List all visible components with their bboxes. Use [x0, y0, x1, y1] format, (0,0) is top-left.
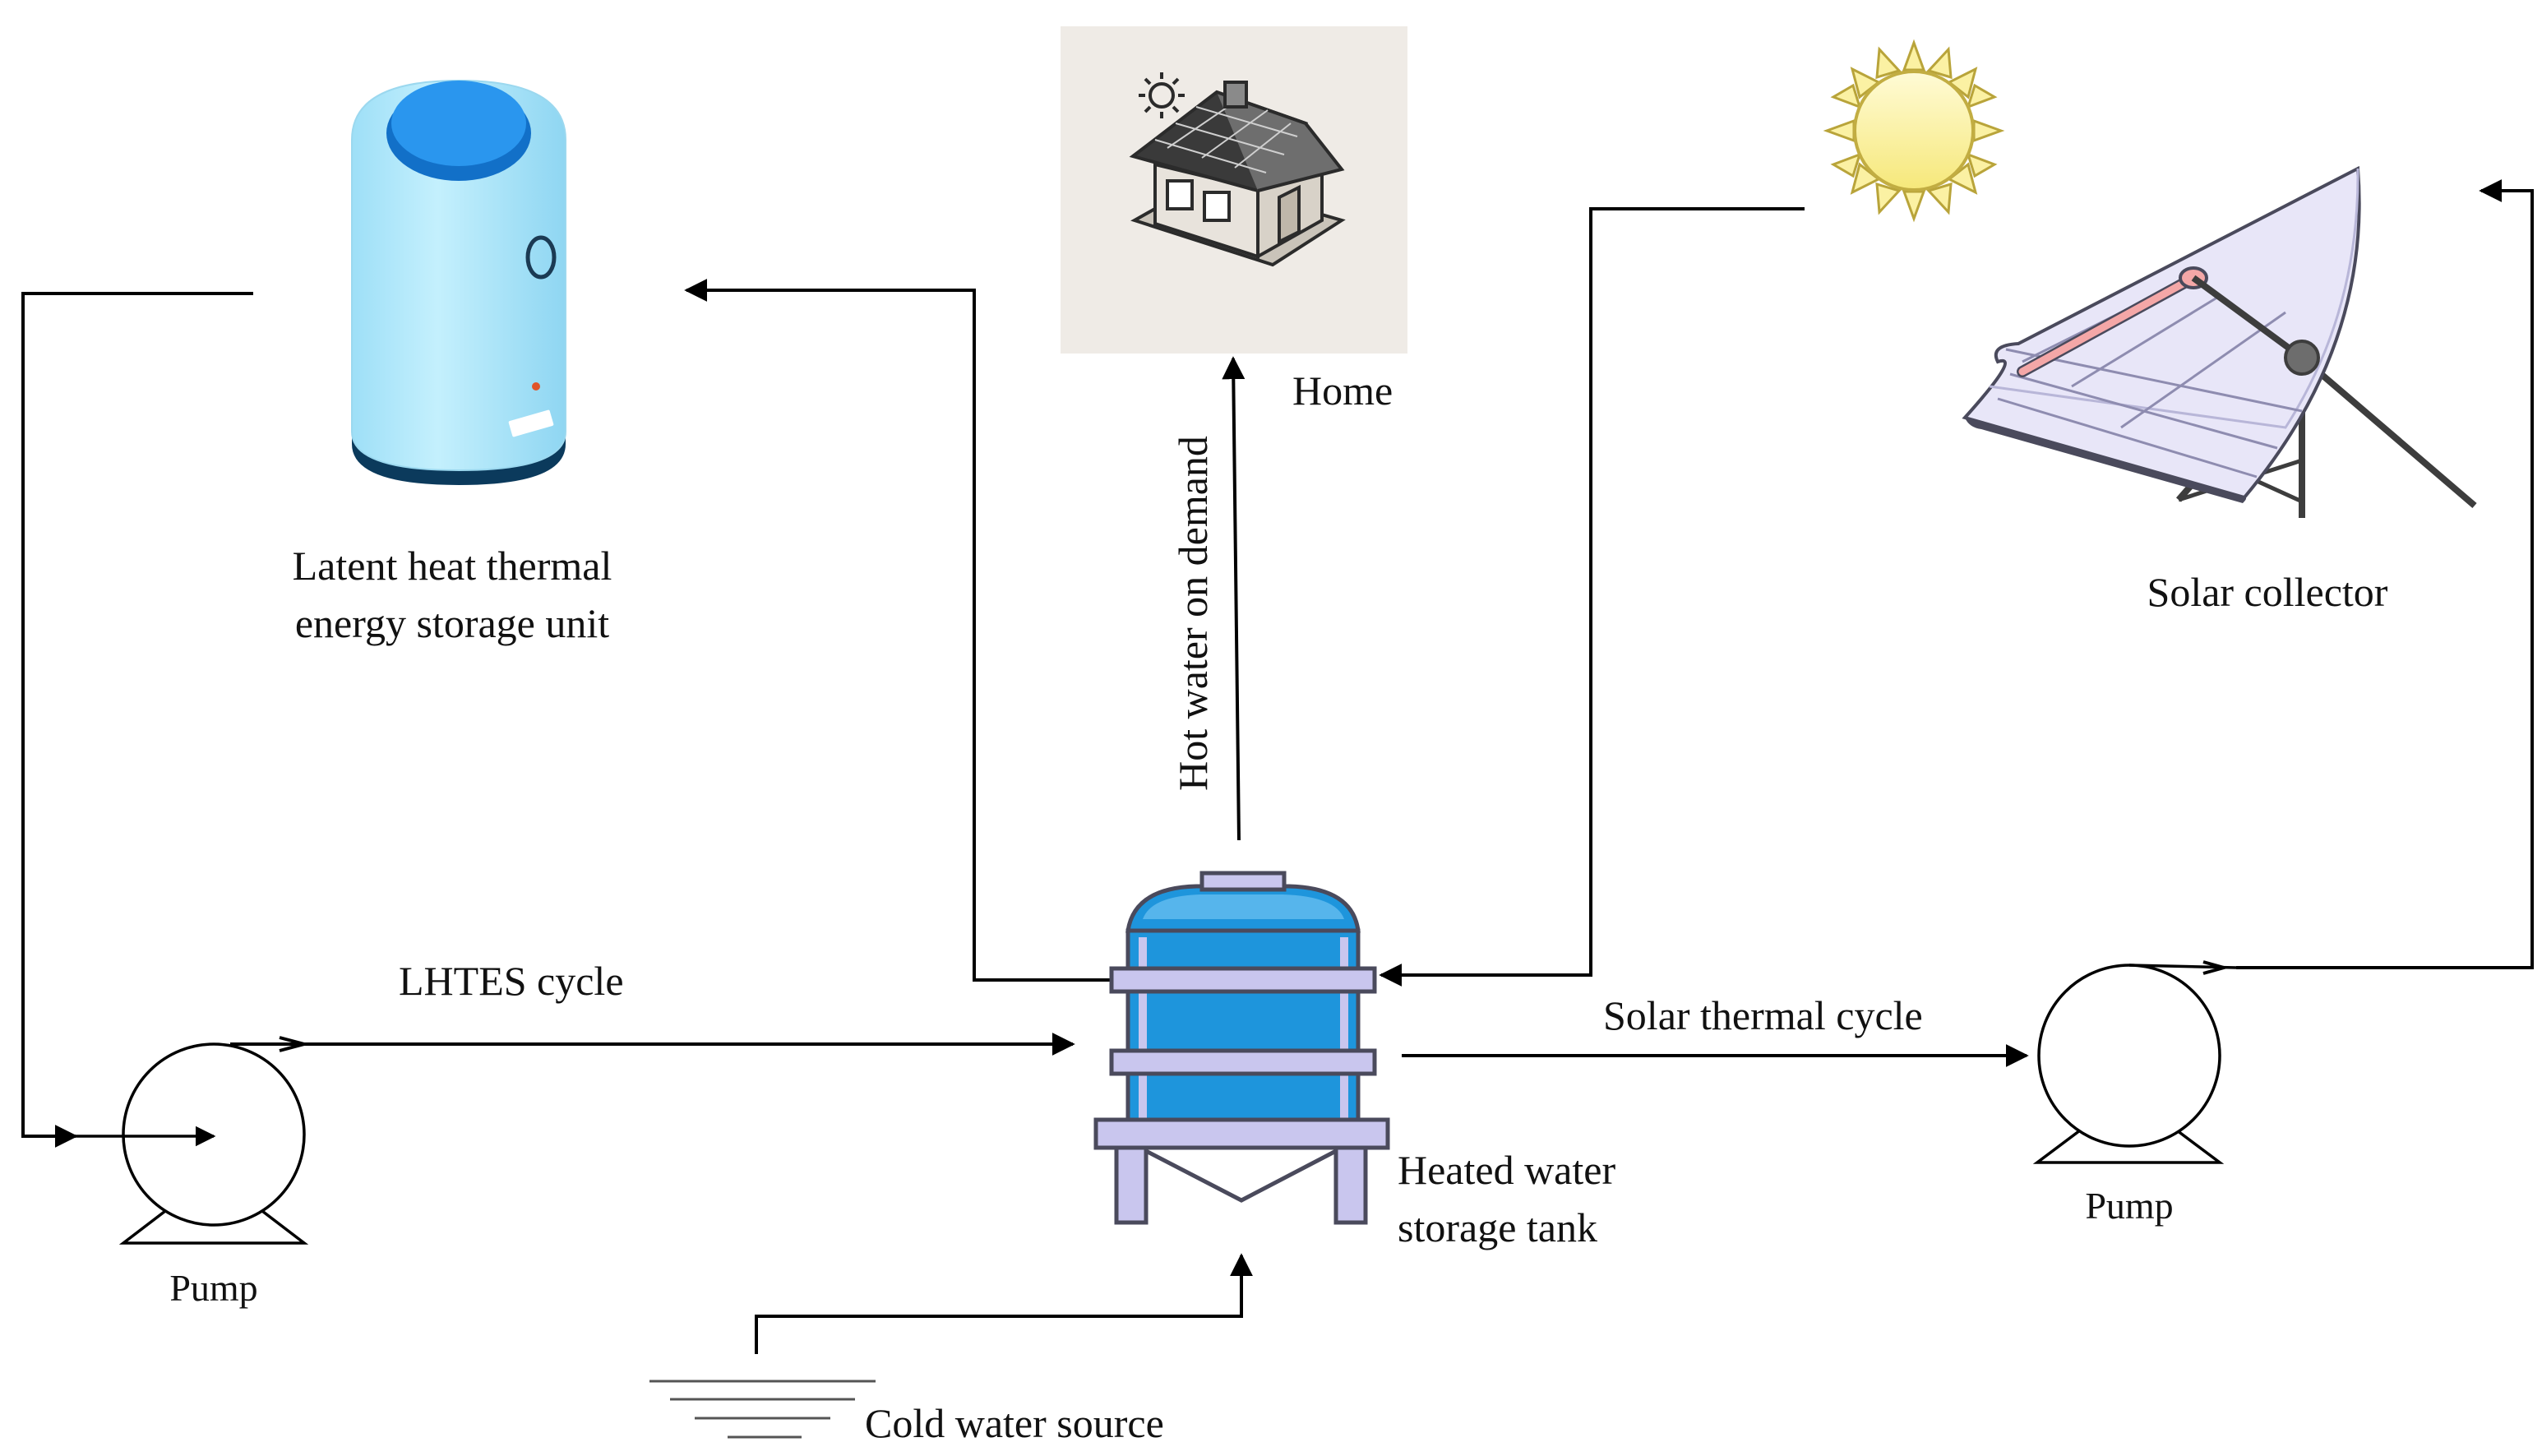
parabolic-trough-icon: [1962, 165, 2477, 518]
pipe-collector-to-tank: [1379, 207, 1805, 987]
pipe-hot-water-to-home: [1222, 356, 1246, 841]
solar-thermal-cycle-label: Solar thermal cycle: [1603, 992, 1923, 1038]
tank-label-line2: storage tank: [1398, 1204, 1597, 1250]
sun-icon: [1823, 39, 2005, 223]
ground-water-icon: [649, 1380, 876, 1439]
lhtes-unit-label-line1: Latent heat thermal: [293, 543, 612, 589]
pipe-pump-to-collector: [2236, 179, 2534, 969]
pump-icon: [2032, 964, 2237, 1164]
lhtes-cycle-label: LHTES cycle: [399, 958, 624, 1004]
cold-water-label: Cold water source: [865, 1400, 1164, 1446]
pipe-tank-to-lhtes: [684, 279, 1116, 982]
pump-icon: [76, 1042, 337, 1245]
hot-water-label: Hot water on demand: [1170, 436, 1216, 791]
lhtes-unit-label-line2: energy storage unit: [295, 600, 609, 646]
pump-left-label: Pump: [169, 1267, 257, 1309]
tank-label-line1: Heated water: [1398, 1147, 1615, 1193]
pipes: [21, 179, 2534, 1354]
pipe-lhtes-to-pump: [21, 292, 253, 1148]
lhtes-tank-icon: [351, 79, 566, 485]
house-icon: [1061, 26, 1407, 354]
pipe-cold-water-to-tank: [755, 1253, 1253, 1354]
water-tank-icon: [1093, 871, 1390, 1225]
solar-collector-label: Solar collector: [2147, 569, 2388, 615]
home-label: Home: [1292, 367, 1393, 414]
pump-right-label: Pump: [2085, 1185, 2173, 1227]
